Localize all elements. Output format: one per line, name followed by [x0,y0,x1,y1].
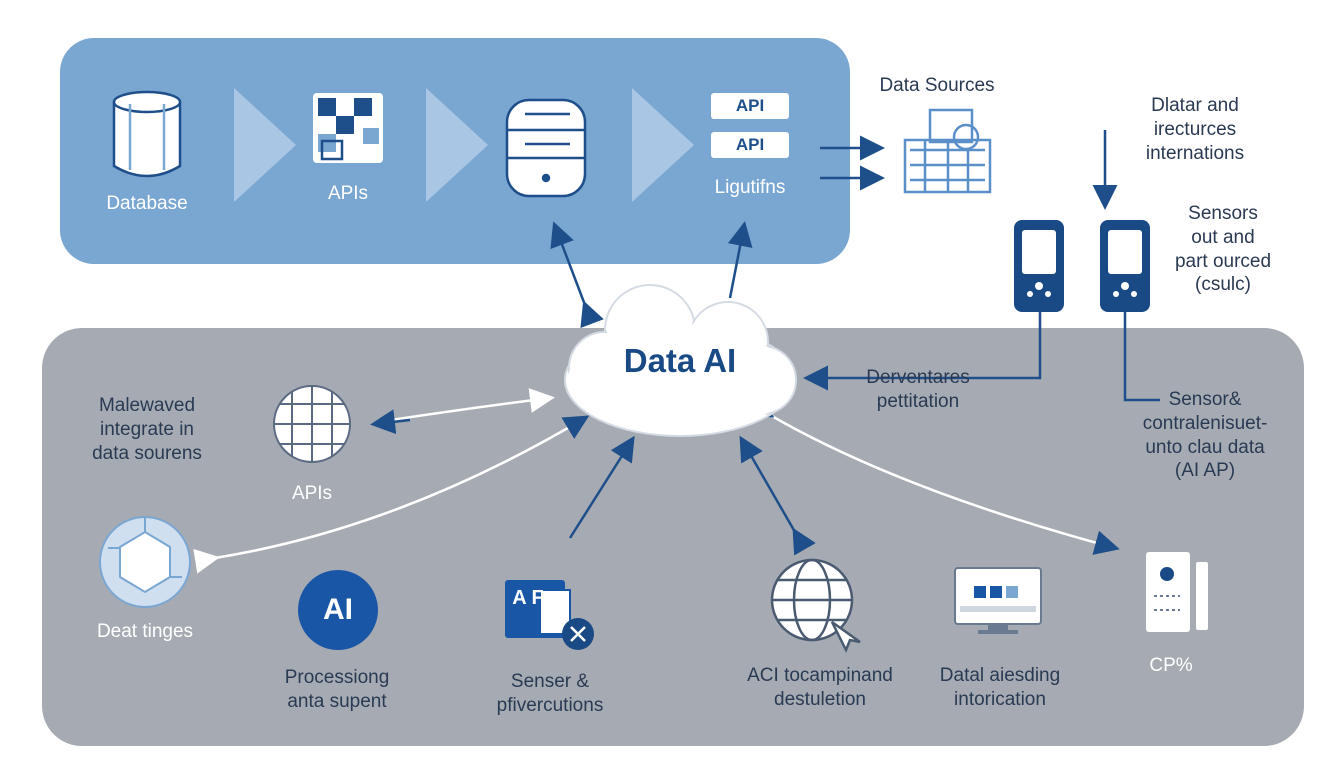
cloud-title: Data AI [623,342,737,379]
database-label: Database [106,193,188,214]
api-pill-1: API [711,93,789,119]
arrow-cloud-cp [746,394,1120,555]
aci-label: ACI tocampinand destuletion [747,665,893,710]
apis-bottom-label: APIs [291,483,333,504]
af-icon-text: A F [512,587,544,609]
chevron-arrow-3 [632,88,694,202]
arrow-cloud-database [550,221,604,329]
arrow-globe-cloud [739,435,816,556]
database-icon [112,90,182,178]
sensors-label: Sensors out and part ourced (csulc) [1174,203,1272,296]
puzzle-grid-icon [313,93,383,163]
building-icon [903,108,992,194]
ai-badge-icon: AI [298,570,378,650]
chevron-arrow-2 [426,88,488,202]
deat-tinges-label: Deat tinges [96,621,194,642]
globe-grid-icon [273,385,351,463]
connector-sensor-contral [1123,312,1160,402]
arrow-apis-cloud [377,388,555,424]
ligutifns-label: Ligutifns [714,177,786,198]
device-tower-icon [1146,552,1208,632]
globe-cursor-icon [770,558,861,654]
apis-top-label: APIs [327,183,369,204]
cp-label: CP% [1149,655,1193,676]
datal-label: Datal aiesding intorication [939,665,1061,710]
processing-label: Processiong anta supent [284,667,390,712]
af-document-icon [505,580,594,650]
arrow-deat-cloud [193,415,590,574]
mobile-device-icon-2 [1100,220,1150,312]
hexagon-network-icon [99,516,191,608]
malewaved-label: Malewaved integrate in data sourens [92,395,202,464]
dlatar-label: Dlatar and irecturces internations [1145,95,1245,164]
data-sources-label: Data Sources [879,75,995,96]
monitor-icon [954,567,1042,634]
senser-label: Senser & pfivercutions [496,671,604,716]
sensor-contral-label: Sensor& contralenisuet- unto clau data (… [1142,389,1268,482]
arrow-cloud-api [727,221,753,299]
server-stack-icon [505,98,587,198]
mobile-device-icon-1 [1014,220,1064,312]
arrow-senser-cloud [568,435,635,539]
chevron-arrow-1 [234,88,296,202]
connector-sensor-derventares [803,312,1042,391]
derventares-label: Derventares pettitation [866,367,970,412]
api-pill-2: API [711,132,789,158]
